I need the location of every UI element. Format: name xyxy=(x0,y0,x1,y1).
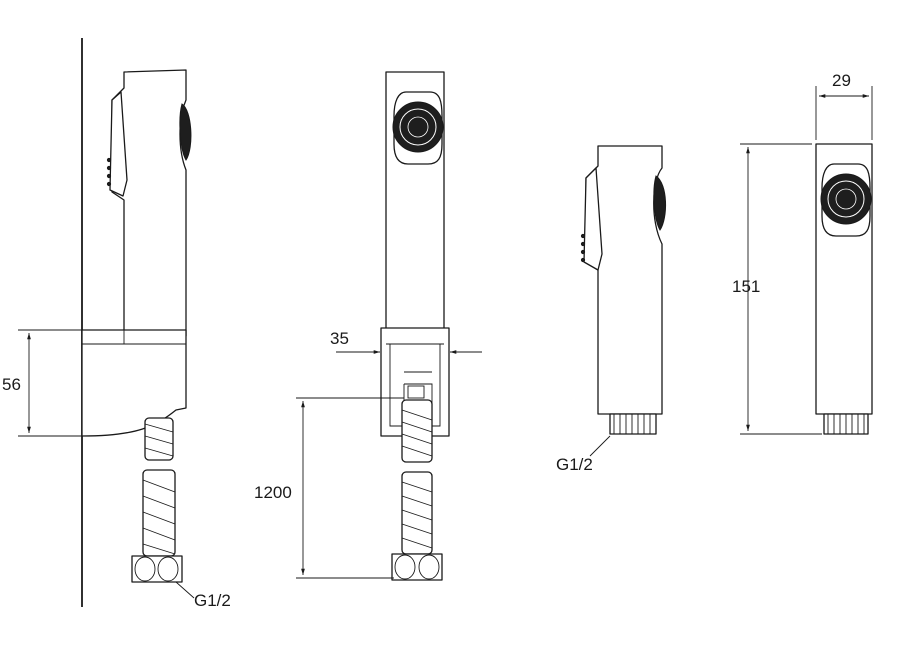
hose-front xyxy=(401,399,433,555)
front-view-mounted: 35 1200 xyxy=(254,71,482,581)
dimension-1200 xyxy=(296,397,404,579)
hose-side xyxy=(142,417,176,557)
trigger-dots xyxy=(106,157,112,187)
side-view-mounted: 56 G1/2 xyxy=(2,38,231,610)
hose-thread-label: G1/2 xyxy=(194,591,231,610)
dimension-151 xyxy=(740,143,822,435)
dimension-35-label: 35 xyxy=(330,329,349,348)
hose-nut-front xyxy=(391,553,443,581)
trigger-dots-detached xyxy=(580,233,586,263)
dimension-1200-label: 1200 xyxy=(254,483,292,502)
dimension-29-label: 29 xyxy=(832,71,851,90)
spray-face-side-detached xyxy=(653,175,666,231)
handset-side-view: G1/2 xyxy=(556,145,666,474)
trigger-lever-detached xyxy=(583,167,603,271)
dimension-29 xyxy=(815,86,873,140)
spray-face-side xyxy=(179,103,192,161)
handset-thread-side xyxy=(609,413,657,435)
handset-thread-front xyxy=(823,413,869,435)
dimension-56 xyxy=(18,329,82,437)
hose-nut-side xyxy=(131,555,183,583)
dimension-151-label: 151 xyxy=(732,277,760,296)
dimension-56-label: 56 xyxy=(2,375,21,394)
handset-front-view: 29 151 xyxy=(732,71,873,435)
handset-side-body xyxy=(111,69,187,337)
handset-thread-label: G1/2 xyxy=(556,455,593,474)
